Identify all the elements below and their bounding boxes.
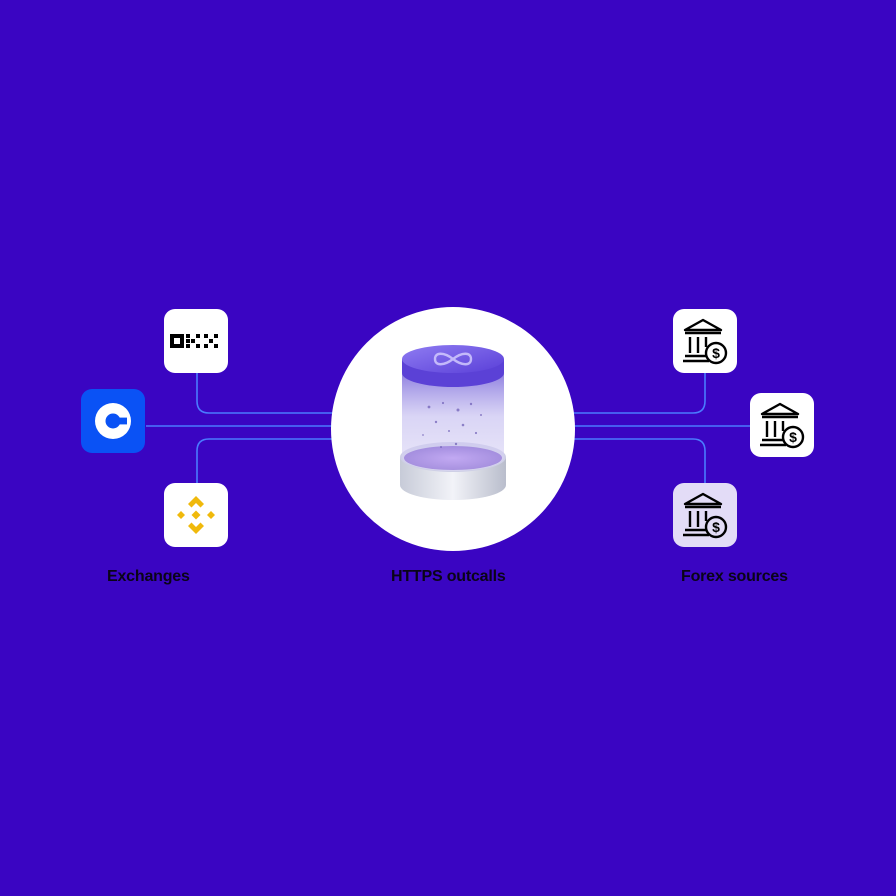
svg-text:$: $ — [789, 429, 797, 445]
bank-dollar-icon: $ — [760, 402, 805, 449]
svg-text:$: $ — [712, 519, 720, 535]
binance-logo-icon — [177, 496, 215, 534]
coinbase-logo-icon — [95, 403, 131, 439]
coinbase-tile — [81, 389, 145, 453]
connector-forex-1 — [572, 373, 706, 414]
https-outcalls-label: HTTPS outcalls — [391, 568, 506, 585]
bank-dollar-icon: $ — [683, 318, 728, 365]
connector-okx — [196, 373, 335, 414]
forex-source-2-tile: $ — [750, 393, 814, 457]
forex-source-1-tile: $ — [673, 309, 737, 373]
binance-tile — [164, 483, 228, 547]
forex-source-3-tile: $ — [673, 483, 737, 547]
svg-text:$: $ — [712, 345, 720, 361]
exchanges-label: Exchanges — [107, 568, 190, 585]
connector-forex-3 — [572, 438, 706, 483]
okx-logo-icon — [170, 334, 218, 348]
internet-computer-canister-icon — [400, 345, 506, 500]
forex-sources-label: Forex sources — [681, 568, 788, 585]
connector-binance — [196, 438, 335, 483]
https-outcalls-hub — [331, 307, 575, 551]
okx-tile — [164, 309, 228, 373]
bank-dollar-icon: $ — [683, 492, 728, 539]
